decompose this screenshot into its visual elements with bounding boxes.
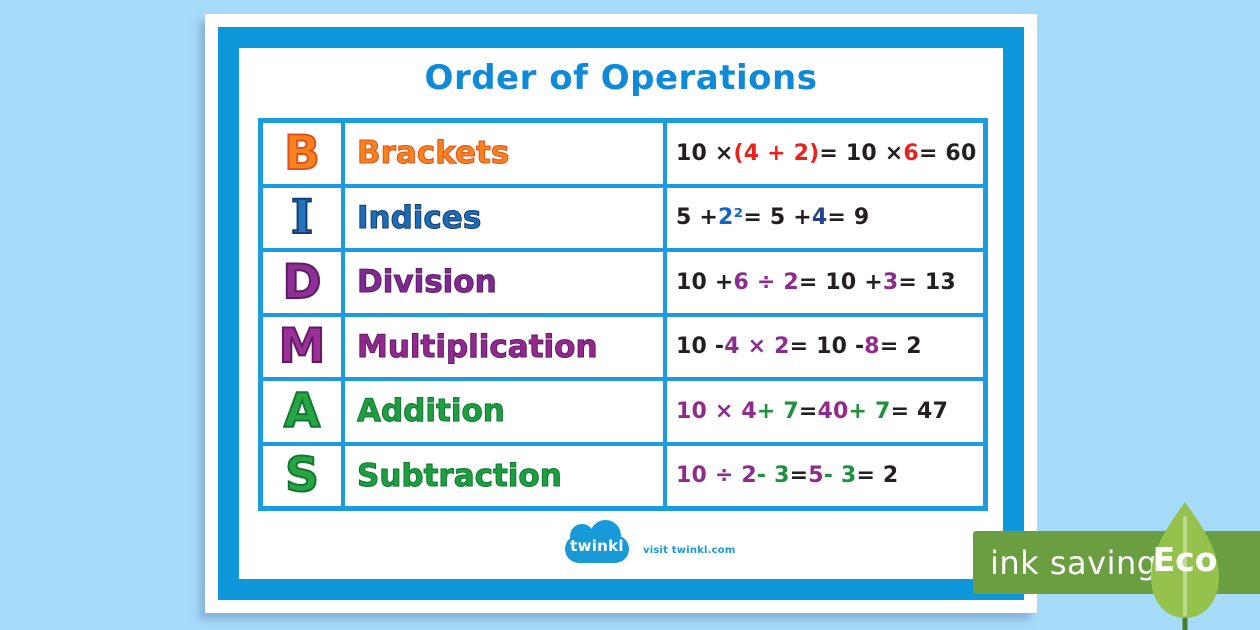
equation-token: = 10 × (819, 140, 904, 166)
row-letter-cell: S (263, 445, 341, 506)
bidmas-word: Subtraction (357, 457, 563, 494)
bidmas-word: Brackets (356, 135, 510, 172)
poster-title: Order of Operations (424, 58, 818, 98)
bidmas-letter: S (284, 448, 320, 504)
equation-token: = 60 (918, 140, 977, 166)
equation-token: 6 ÷ 2 (733, 269, 799, 295)
equation-token: = 2 (879, 334, 922, 360)
row-word-cell: Division (345, 252, 663, 313)
equation-token: 10 - (676, 334, 725, 360)
equation-token: = 10 + (798, 269, 883, 295)
equation-token: 10 ÷ 2 (676, 463, 757, 489)
equation-token: = 13 (898, 269, 956, 295)
row-word-cell: Multiplication (345, 316, 663, 377)
bidmas-word: Indices (356, 199, 482, 236)
row-word-cell: Addition (345, 381, 663, 442)
bidmas-letter: I (290, 190, 314, 246)
eco-leaf-icon (1151, 502, 1219, 630)
equation-token: 2² (718, 205, 744, 231)
bidmas-letter: M (278, 319, 327, 375)
equation-token: 4 × 2 (724, 334, 790, 360)
equation-token: = 5 + (743, 205, 812, 231)
equation-token: 40 (817, 398, 849, 424)
bidmas-word: Addition (357, 393, 506, 430)
equation-token: 10 × (676, 140, 734, 166)
equation-token: = 10 - (789, 334, 865, 360)
bidmas-letter: B (283, 125, 321, 181)
bidmas-letter: A (283, 383, 321, 439)
equation-token: 4 (811, 205, 828, 231)
equation-token: + 7 (756, 398, 799, 424)
row-equation-cell: 10 - 4 × 2 = 10 - 8 = 2 (667, 316, 983, 377)
row-equation-cell: 10 ÷ 2 - 3 = 5 - 3 = 2 (667, 445, 983, 506)
twinkl-logo[interactable]: twinkl (565, 520, 629, 563)
equation-token: (4 + 2) (733, 140, 820, 166)
row-letter-cell: D (263, 252, 341, 313)
equation-token: = (798, 398, 818, 424)
equation-token: 5 (808, 463, 824, 489)
row-letter-cell: I (263, 187, 341, 248)
equation-token: + 7 (848, 398, 891, 424)
bidmas-table: B Brackets 10 × (4 + 2) = 10 × 6 = 60 I Indi… (258, 118, 988, 511)
equation-token: 10 + (676, 269, 734, 295)
row-equation-cell: 10 × (4 + 2) = 10 × 6 = 60 (667, 123, 983, 184)
equation-token: - 3 (756, 463, 790, 489)
row-equation-cell: 5 + 2² = 5 + 4 = 9 (667, 187, 983, 248)
row-letter-cell: M (263, 316, 341, 377)
equation-token: - 3 (823, 463, 857, 489)
row-equation-cell: 10 + 6 ÷ 2 = 10 + 3 = 13 (667, 252, 983, 313)
row-word-cell: Brackets (345, 123, 663, 184)
ink-saving-label: ink saving (990, 543, 1158, 582)
equation-token: 5 + (676, 205, 719, 231)
equation-token: 8 (864, 334, 880, 360)
poster-frame (218, 27, 1024, 600)
row-word-cell: Subtraction (345, 445, 663, 506)
equation-token: 10 × 4 (676, 398, 757, 424)
row-letter-cell: B (263, 123, 341, 184)
equation-token: 6 (903, 140, 919, 166)
row-equation-cell: 10 × 4 + 7 = 40 + 7 = 47 (667, 381, 983, 442)
equation-token: 3 (882, 269, 899, 295)
poster-sheet: Order of Operations B Brackets 10 × (4 + 2… (205, 14, 1037, 613)
bidmas-letter: D (281, 254, 322, 310)
equation-token: = 2 (856, 463, 899, 489)
equation-token: = 9 (827, 205, 870, 231)
row-letter-cell: A (263, 381, 341, 442)
eco-label: Eco (1152, 540, 1218, 579)
twinkl-logo-text: twinkl (570, 537, 624, 555)
equation-token: = 47 (890, 398, 949, 424)
equation-token: = (789, 463, 809, 489)
bidmas-word: Division (357, 264, 498, 301)
row-word-cell: Indices (345, 187, 663, 248)
visit-twinkl-link[interactable]: visit twinkl.com (643, 545, 736, 556)
bidmas-word: Multiplication (357, 328, 599, 365)
